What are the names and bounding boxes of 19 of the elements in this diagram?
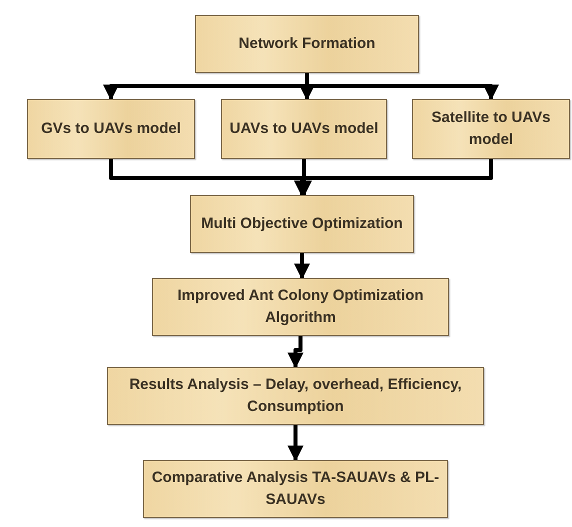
process-box [107,367,484,425]
arrow [288,336,304,369]
box-label: UAVs to UAVs model [230,119,378,140]
box-label: Network Formation [238,34,376,54]
process-box [190,195,414,253]
process-box [195,15,419,73]
box-label: GVs to UAVs model [41,119,181,140]
box-label: Satellite to UAVs model [430,108,552,150]
process-box [221,99,387,159]
arrow [288,425,304,462]
process-box [152,278,449,336]
process-box [27,99,195,159]
box-label: Comparative Analysis TA-SAUAVs & PL-SAUAVs [150,468,440,510]
box-label: Multi Objective Optimization [201,214,403,234]
box-label: Results Analysis – Delay, overhead, Efficiency, Consumption [128,375,463,417]
arrow [294,253,310,280]
process-box [143,460,448,518]
process-box [412,99,570,159]
box-label: Improved Ant Colony Optimization Algorithm [176,286,425,328]
